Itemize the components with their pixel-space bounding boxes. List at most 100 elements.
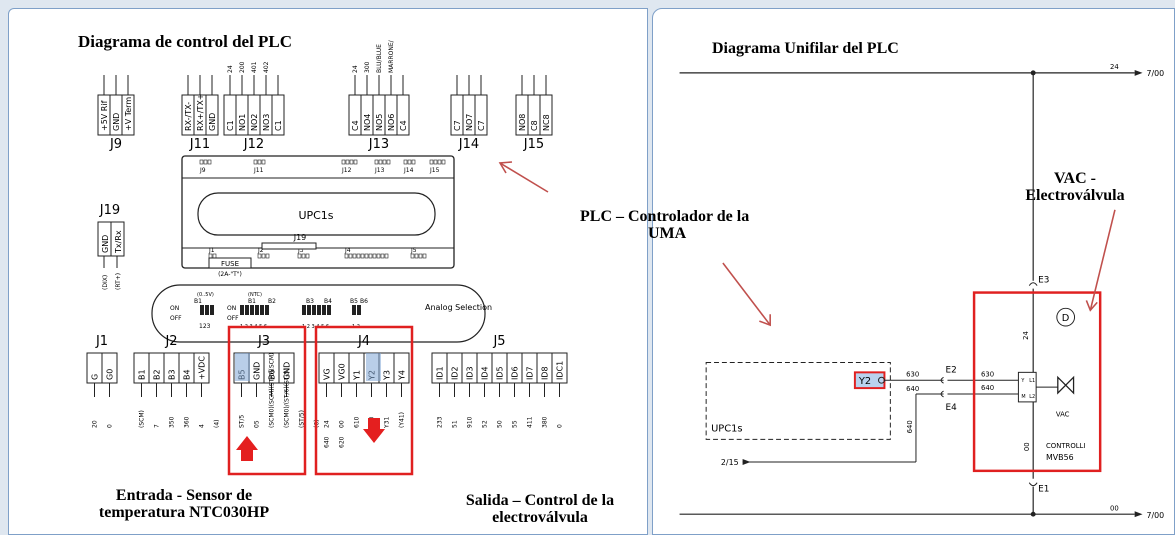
board-connector-label: J4 — [344, 247, 351, 254]
vac-highlight-box — [972, 291, 1102, 473]
pointer-to-vac — [1089, 209, 1116, 311]
pin-label: GND — [208, 113, 217, 131]
wire-number: BLU/BLUE — [376, 44, 383, 73]
pin-label: C7 — [477, 120, 486, 131]
pin-label: B4 — [183, 369, 192, 380]
board-connector-label: J2 — [257, 247, 264, 254]
svg-text:B4: B4 — [324, 298, 332, 305]
board-connector-label: J14 — [403, 167, 414, 174]
wire-640-c: 640 — [906, 420, 914, 433]
pin-label: ID7 — [526, 366, 535, 380]
svg-text:123: 123 — [199, 323, 211, 330]
svg-text:L2: L2 — [1029, 394, 1035, 400]
wire-number: (ST/5) — [299, 410, 306, 428]
controlli-label: CONTROLLI — [1046, 442, 1085, 450]
pin-label: Y3 — [383, 370, 392, 381]
connector-name: J14 — [458, 137, 479, 152]
wire-number: (4) — [214, 420, 221, 429]
connector-name: J15 — [523, 137, 544, 152]
pointer-to-board — [499, 162, 549, 193]
pin-label: NO1 — [238, 114, 247, 131]
connector-name: J11 — [189, 137, 210, 152]
v24-label: 24 — [1022, 331, 1030, 340]
wire-number: Y31 — [384, 417, 391, 429]
analog-selection-label: Analog Selection — [425, 303, 492, 312]
connector-name: J4 — [357, 334, 370, 349]
wire-640-b: 640 — [981, 384, 994, 392]
pin-label: GND — [112, 113, 121, 131]
fuse-rating: (2A-"T") — [218, 271, 242, 278]
svg-text:(0..5V): (0..5V) — [197, 292, 214, 298]
svg-text:B2: B2 — [268, 298, 276, 305]
wire-number: 910 — [467, 416, 474, 428]
wire-number: 300 — [364, 61, 371, 73]
wire-number: 411 — [527, 416, 534, 428]
pin-label: ID8 — [541, 366, 550, 380]
board-connector-label: J13 — [374, 167, 385, 174]
wire-number: 233 — [437, 416, 444, 428]
pin-label: C4 — [351, 120, 360, 131]
connector-name: J2 — [164, 334, 177, 349]
pin-label: G — [91, 374, 100, 380]
right-panel — [652, 8, 1175, 535]
pin-label: C8 — [530, 120, 539, 131]
board-connector-label: J1 — [208, 247, 215, 254]
valve-symbol — [1057, 375, 1075, 395]
wire-number: MARRONE/ — [388, 39, 395, 73]
pin-label: NO6 — [387, 114, 396, 131]
wire-630-a: 630 — [906, 370, 919, 378]
upc1s-box — [705, 362, 891, 440]
pin-label: B3 — [168, 369, 177, 380]
output-label: Salida – Control de la electroválvula — [465, 492, 615, 526]
svg-text:Y2: Y2 — [858, 376, 871, 387]
pin-label: NO2 — [250, 114, 259, 131]
wire-number: 402 — [263, 61, 270, 73]
wire-number: (DIX) — [102, 275, 109, 290]
wire-number: (SCM0)(SCM)(ST/6)(SCM) — [269, 353, 276, 428]
input-highlight-box — [227, 325, 307, 476]
board-connector-label: J11 — [253, 167, 264, 174]
e4-label: E4 — [946, 403, 958, 413]
connector-name: J13 — [368, 137, 389, 152]
pin-label: B6 — [268, 369, 277, 380]
pin-label: GND — [253, 362, 262, 380]
wire-number: (SCM) — [139, 410, 146, 428]
b5-pin-highlight — [235, 353, 250, 381]
svg-text:B3: B3 — [306, 298, 314, 305]
d-symbol — [1056, 307, 1076, 327]
wire-630-b: 630 — [981, 370, 994, 378]
pin-label: NO3 — [262, 114, 271, 131]
board-connector-label: J9 — [199, 167, 206, 174]
left-title: Diagrama de control del PLC — [78, 32, 293, 51]
wire-number: 51 — [452, 420, 459, 428]
wire-number: 350 — [169, 416, 176, 428]
fuse-label: FUSE — [221, 260, 239, 268]
pin-label: Y4 — [398, 370, 407, 381]
pin-label: NO5 — [375, 114, 384, 131]
e2-label: E2 — [946, 365, 957, 375]
pointer-to-plc — [722, 262, 771, 326]
board-connector-label: J12 — [341, 167, 352, 174]
wire-number: 620 — [339, 436, 346, 448]
y2-pin-highlight — [366, 353, 381, 381]
board-j19-label: J19 — [293, 233, 307, 242]
svg-text:ON: ON — [227, 305, 236, 312]
pin-label: +V Term — [124, 97, 133, 131]
wire-640-a: 640 — [906, 385, 919, 393]
top-rail-ref: 7/00 — [1146, 69, 1164, 78]
wire-number: 0 — [107, 424, 114, 428]
svg-text:B6: B6 — [360, 298, 368, 305]
svg-text:L1: L1 — [1029, 378, 1035, 384]
output-arrow-down — [363, 418, 385, 443]
pin-label: ID6 — [511, 366, 520, 380]
connector-name: J3 — [257, 334, 270, 349]
board-name: UPC1s — [298, 209, 333, 222]
wire-number: 05 — [254, 420, 261, 428]
